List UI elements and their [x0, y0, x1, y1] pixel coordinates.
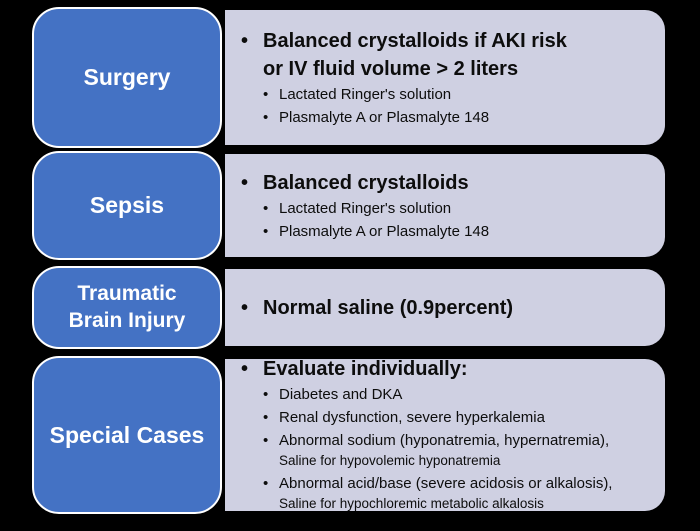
bullet-icon: • — [263, 386, 269, 404]
category-label: Special Cases — [50, 421, 205, 450]
category-label-line: Special Cases — [49, 421, 205, 448]
sub-recommendation-note: Saline for hypochloremic metabolic alkal… — [279, 495, 544, 511]
bullet-icon: • — [263, 474, 269, 492]
sub-recommendation: • Diabetes and DKA — [263, 384, 657, 406]
sub-recommendation-text: Plasmalyte A or Plasmalyte 148 — [279, 222, 490, 240]
sub-recommendation-text: Abnormal sodium (hyponatremia, hypernatr… — [279, 431, 610, 449]
content-panel-traumatic-brain-injury: • Normal saline (0.9percent) — [225, 269, 665, 346]
row-special-cases: Special Cases • Evaluate individually: •… — [32, 356, 665, 514]
main-recommendation: • Balanced crystalloids if AKI risk or I… — [241, 27, 657, 83]
sub-recommendation-text: Lactated Ringer's solution — [279, 85, 452, 103]
category-label-line: Brain Injury — [68, 308, 186, 332]
bullet-icon: • — [263, 85, 269, 103]
sub-recommendation: • Plasmalyte A or Plasmalyte 148 — [263, 221, 657, 243]
bullet-icon: • — [263, 222, 269, 240]
bullet-icon: • — [241, 296, 249, 319]
sub-recommendation-text: Abnormal acid/base (severe acidosis or a… — [279, 474, 613, 492]
category-box-traumatic-brain-injury: Traumatic Brain Injury — [32, 266, 222, 349]
sub-recommendation-text: Renal dysfunction, severe hyperkalemia — [279, 409, 545, 427]
sub-recommendation: • Lactated Ringer's solution — [263, 84, 657, 106]
sub-recommendation: • Abnormal acid/base (severe acidosis or… — [263, 473, 657, 495]
sub-recommendation: • Abnormal sodium (hyponatremia, hyperna… — [263, 430, 657, 452]
main-recommendation: • Normal saline (0.9percent) — [241, 294, 657, 322]
main-recommendation: • Balanced crystalloids — [241, 169, 657, 197]
category-label: Traumatic Brain Injury — [69, 281, 186, 334]
sub-recommendation-text: Lactated Ringer's solution — [279, 199, 452, 217]
category-box-special-cases: Special Cases — [32, 356, 222, 514]
bullet-icon: • — [241, 29, 249, 52]
main-line: Balanced crystalloids — [263, 171, 469, 194]
main-line: Evaluate individually: — [263, 358, 468, 381]
sub-recommendation: • Plasmalyte A or Plasmalyte 148 — [263, 107, 657, 129]
content-panel-sepsis: • Balanced crystalloids • Lactated Ringe… — [225, 154, 665, 257]
main-recommendation-text: Balanced crystalloids if AKI risk or IV … — [263, 27, 567, 83]
main-recommendation-text: Evaluate individually: — [263, 355, 468, 383]
category-label-line: Surgery — [83, 64, 171, 91]
sub-recommendation-text: Plasmalyte A or Plasmalyte 148 — [279, 108, 490, 126]
category-label-line: Traumatic — [77, 282, 177, 306]
sub-recommendation-note: Saline for hypovolemic hyponatremia — [279, 452, 501, 468]
content-panel-surgery: • Balanced crystalloids if AKI risk or I… — [225, 10, 665, 145]
category-label: Sepsis — [90, 191, 164, 220]
main-recommendation: • Evaluate individually: — [241, 355, 657, 383]
main-line: or IV fluid volume > 2 liters — [263, 57, 519, 80]
bullet-icon: • — [263, 431, 269, 449]
row-surgery: Surgery • Balanced crystalloids if AKI r… — [32, 7, 665, 148]
bullet-icon: • — [263, 108, 269, 126]
category-label-line: Sepsis — [89, 192, 165, 219]
bullet-icon: • — [263, 409, 269, 427]
category-box-surgery: Surgery — [32, 7, 222, 148]
sub-recommendation: • Lactated Ringer's solution — [263, 198, 657, 220]
sub-recommendation-text: Diabetes and DKA — [279, 386, 403, 404]
main-recommendation-text: Balanced crystalloids — [263, 169, 469, 197]
category-box-sepsis: Sepsis — [32, 151, 222, 260]
row-traumatic-brain-injury: Traumatic Brain Injury • Normal saline (… — [32, 266, 665, 349]
main-line: Normal saline (0.9percent) — [263, 296, 514, 319]
sub-recommendation: • Renal dysfunction, severe hyperkalemia — [263, 407, 657, 429]
bullet-icon: • — [241, 358, 249, 381]
content-panel-special-cases: • Evaluate individually: • Diabetes and … — [225, 358, 665, 511]
category-label: Surgery — [84, 63, 171, 92]
row-sepsis: Sepsis • Balanced crystalloids • Lactate… — [32, 151, 665, 260]
bullet-icon: • — [263, 199, 269, 217]
bullet-icon: • — [241, 171, 249, 194]
main-line: Balanced crystalloids if AKI risk — [263, 29, 567, 52]
main-recommendation-text: Normal saline (0.9percent) — [263, 294, 513, 322]
